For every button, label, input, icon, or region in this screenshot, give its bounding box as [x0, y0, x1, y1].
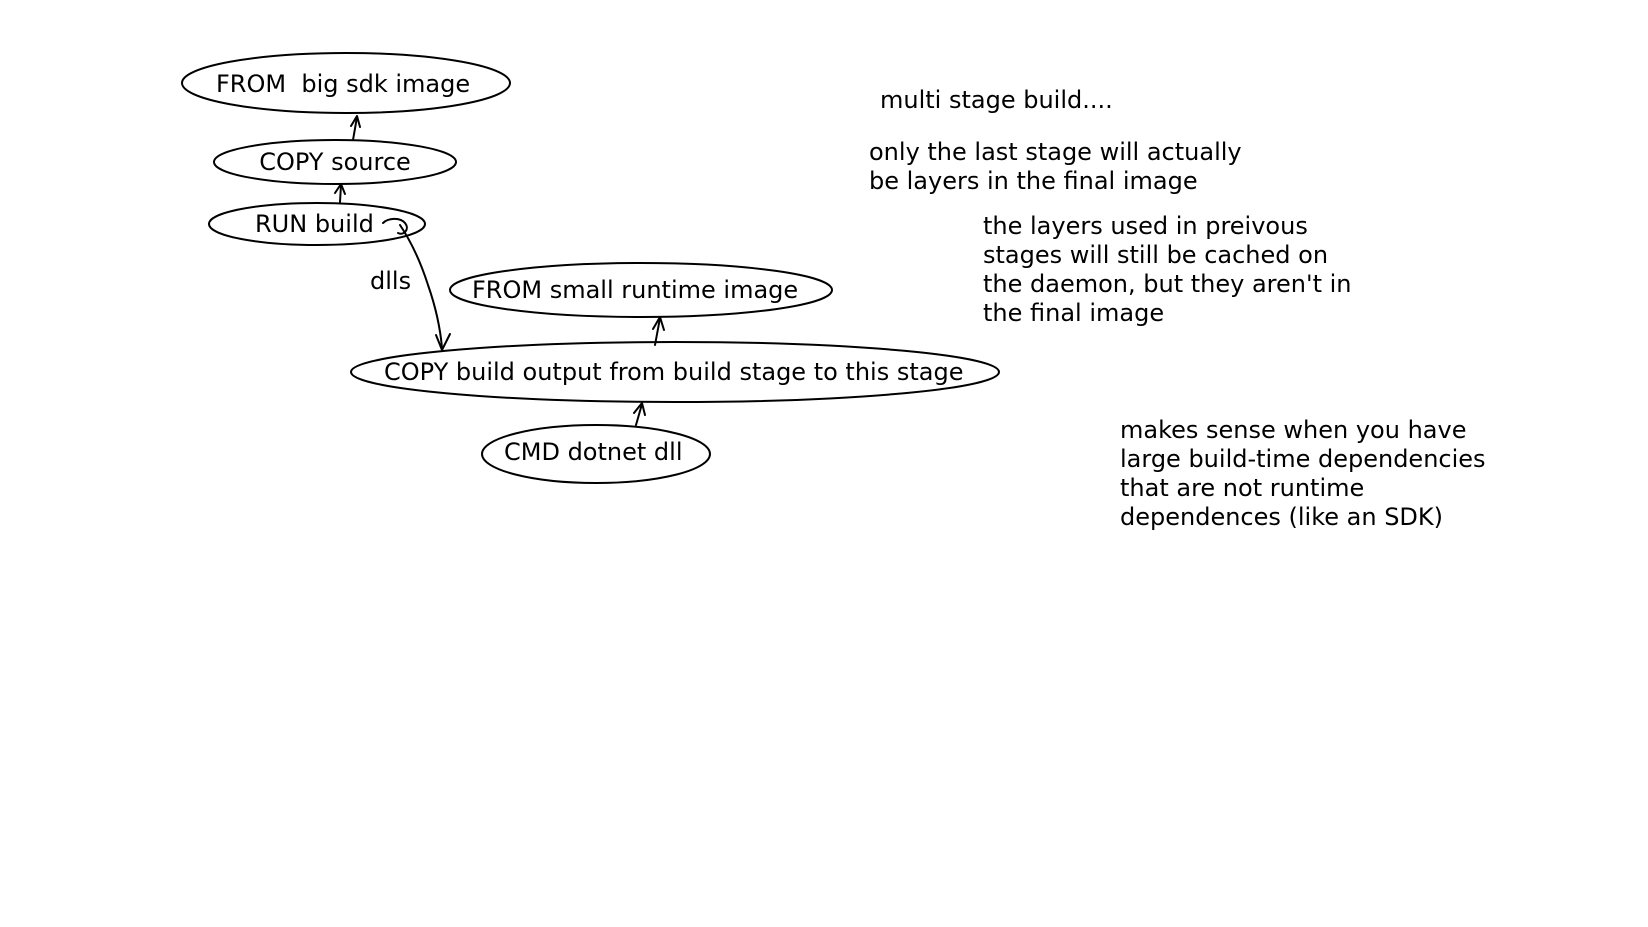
note-makes-sense-line: dependences (like an SDK) [1120, 503, 1444, 531]
arrow-dlls-label: dlls [370, 267, 411, 295]
note-cached-layers-line: the final image [983, 299, 1165, 327]
note-makes-sense-line: makes sense when you have [1120, 416, 1467, 444]
note-makes-sense-line: that are not runtime [1120, 474, 1365, 502]
node-run-build-label: RUN build [255, 210, 374, 238]
note-title: multi stage build.... [880, 86, 1113, 114]
note-last-stage: only the last stage will actually be lay… [869, 138, 1242, 196]
node-from-runtime: FROM small runtime image [449, 262, 833, 318]
arrow-copy-source-to-from-sdk [350, 115, 361, 141]
node-cmd-label: CMD dotnet dll [504, 438, 683, 466]
note-last-stage-line: be layers in the final image [869, 167, 1198, 195]
node-from-sdk-label: FROM big sdk image [216, 70, 470, 98]
node-run-build: RUN build [208, 202, 426, 246]
note-last-stage-line: only the last stage will actually [869, 138, 1242, 166]
note-cached-layers-line: the daemon, but they aren't in [983, 270, 1352, 298]
note-cached-layers-line: the layers used in preivous [983, 212, 1308, 240]
note-makes-sense-line: large build-time dependencies [1120, 445, 1486, 473]
node-copy-source: COPY source [213, 139, 457, 185]
node-from-runtime-label: FROM small runtime image [472, 276, 798, 304]
arrow-cmd-to-copy-output [633, 402, 646, 426]
arrow-dlls: dlls [370, 217, 451, 351]
node-from-sdk: FROM big sdk image [181, 52, 511, 114]
note-makes-sense: makes sense when you have large build-ti… [1120, 416, 1486, 532]
node-copy-output-label: COPY build output from build stage to th… [384, 358, 963, 386]
note-cached-layers-line: stages will still be cached on [983, 241, 1329, 269]
node-cmd: CMD dotnet dll [481, 424, 711, 484]
note-cached-layers: the layers used in preivous stages will … [983, 212, 1352, 328]
arrow-copy-output-to-from-runtime [652, 316, 665, 346]
arrow-run-build-to-copy-source [334, 183, 346, 203]
node-copy-source-label: COPY source [259, 148, 411, 176]
node-copy-output: COPY build output from build stage to th… [350, 341, 1000, 403]
